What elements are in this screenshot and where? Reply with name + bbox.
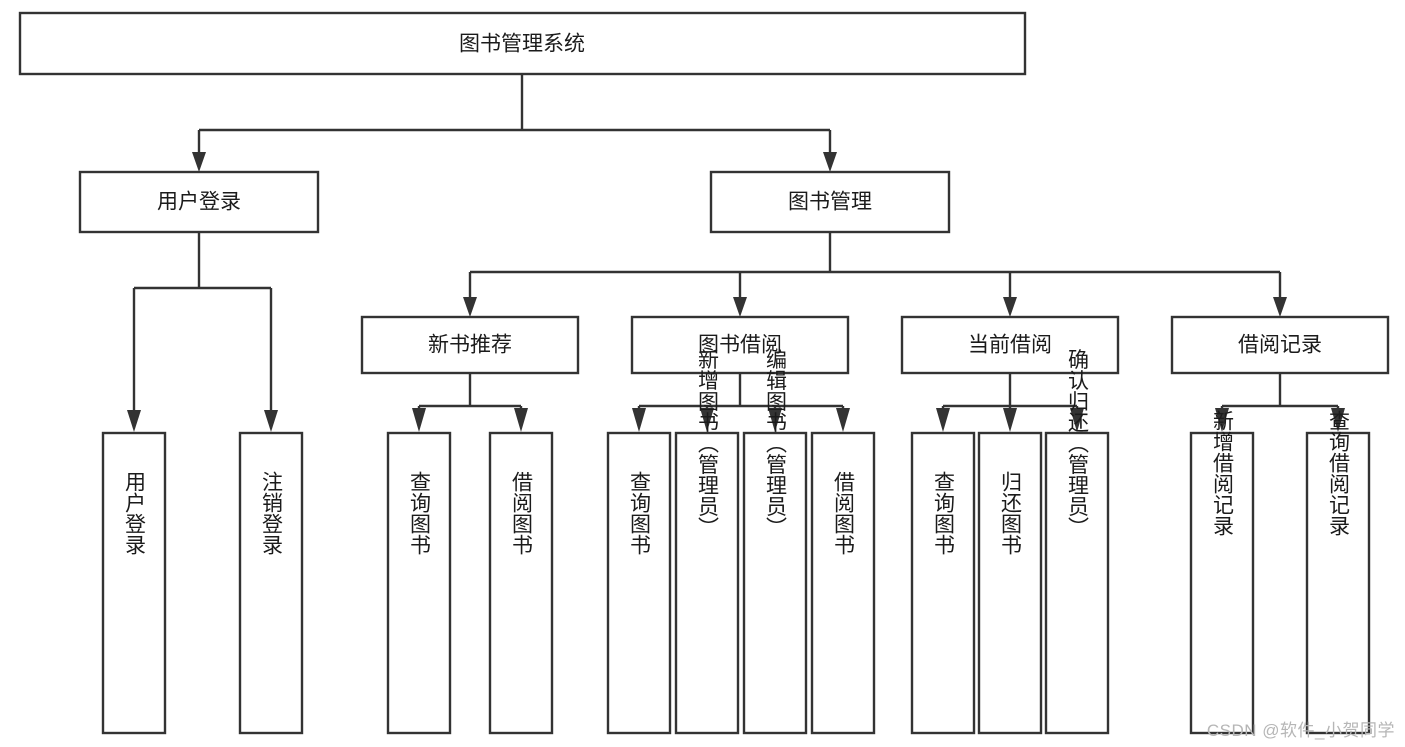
connector-group-user-login-to-leaves bbox=[127, 232, 278, 432]
arrow-to-leaf-user-logout-icon bbox=[264, 410, 278, 432]
node-leaf-query-record[interactable]: 查询借阅记录 bbox=[1305, 410, 1371, 735]
arrow-to-leaf-query-book-2-icon bbox=[632, 408, 646, 432]
node-new-book-rec[interactable]: 新书推荐 bbox=[360, 315, 580, 375]
node-leaf-user-login[interactable]: 用户登录 bbox=[101, 431, 167, 735]
node-book-borrow-label: 图书借阅 bbox=[698, 334, 782, 357]
arrow-to-book-manage-icon bbox=[823, 152, 837, 172]
connector-group-book-manage-to-level3 bbox=[463, 232, 1287, 317]
node-book-borrow-box[interactable] bbox=[630, 315, 850, 375]
node-user-login[interactable]: 用户登录 bbox=[78, 170, 320, 234]
arrow-to-leaf-add-record-icon bbox=[1215, 408, 1229, 432]
arrow-to-current-borrow-icon bbox=[1003, 297, 1017, 317]
node-leaf-add-record-box[interactable] bbox=[1189, 431, 1255, 735]
node-new-book-rec-box[interactable] bbox=[360, 315, 580, 375]
node-leaf-edit-book-box[interactable] bbox=[742, 431, 808, 735]
node-new-book-rec-label: 新书推荐 bbox=[428, 334, 512, 357]
arrow-to-book-borrow-icon bbox=[733, 297, 747, 317]
connector-group-book-borrow-to-leaves bbox=[632, 373, 850, 432]
node-leaf-edit-book[interactable]: 编辑图书（管理员） bbox=[742, 349, 808, 735]
node-book-borrow[interactable]: 图书借阅 bbox=[630, 315, 850, 375]
node-leaf-confirm-return-label: 确认归还（管理员） bbox=[1066, 349, 1090, 538]
node-borrow-record-label: 借阅记录 bbox=[1238, 334, 1322, 357]
node-leaf-query-book-3-box[interactable] bbox=[910, 431, 976, 735]
node-leaf-query-book-3[interactable]: 查询图书 bbox=[910, 431, 976, 735]
arrow-to-leaf-borrow-book-2-icon bbox=[836, 408, 850, 432]
node-leaf-query-book-1-box[interactable] bbox=[386, 431, 452, 735]
node-leaf-return-book-label: 归还图书 bbox=[999, 471, 1023, 555]
arrow-to-leaf-confirm-return-icon bbox=[1070, 408, 1084, 432]
node-book-manage-label: 图书管理 bbox=[788, 191, 872, 214]
node-leaf-add-book[interactable]: 新增图书（管理员） bbox=[674, 349, 740, 735]
node-leaf-borrow-book-1-label: 借阅图书 bbox=[510, 471, 534, 555]
arrow-to-new-book-rec-icon bbox=[463, 297, 477, 317]
node-root-label: 图书管理系统 bbox=[459, 33, 585, 56]
arrow-to-leaf-add-book-icon bbox=[700, 408, 714, 432]
node-borrow-record-box[interactable] bbox=[1170, 315, 1390, 375]
node-leaf-query-book-1[interactable]: 查询图书 bbox=[386, 431, 452, 735]
node-leaf-add-book-box[interactable] bbox=[674, 431, 740, 735]
node-leaf-borrow-book-1-box[interactable] bbox=[488, 431, 554, 735]
node-leaf-query-book-1-label: 查询图书 bbox=[408, 471, 432, 555]
node-leaf-borrow-book-2-box[interactable] bbox=[810, 431, 876, 735]
node-user-login-box[interactable] bbox=[78, 170, 320, 234]
connector-group-borrow-record-to-leaves bbox=[1215, 373, 1345, 432]
connector-group-root-to-level2 bbox=[192, 74, 837, 172]
arrow-to-borrow-record-icon bbox=[1273, 297, 1287, 317]
node-current-borrow[interactable]: 当前借阅 bbox=[900, 315, 1120, 375]
arrow-to-leaf-return-book-icon bbox=[1003, 408, 1017, 432]
connector-group-current-borrow-to-leaves bbox=[936, 373, 1084, 432]
node-leaf-borrow-book-2[interactable]: 借阅图书 bbox=[810, 431, 876, 735]
watermark-text: CSDN @软件_小贺同学 bbox=[1206, 721, 1395, 740]
arrow-to-leaf-borrow-book-1-icon bbox=[514, 408, 528, 432]
node-leaf-user-login-box[interactable] bbox=[101, 431, 167, 735]
node-leaf-user-logout-label: 注销登录 bbox=[260, 471, 284, 555]
arrow-to-leaf-query-book-1-icon bbox=[412, 408, 426, 432]
node-leaf-user-logout-box[interactable] bbox=[238, 431, 304, 735]
node-book-manage[interactable]: 图书管理 bbox=[709, 170, 951, 234]
node-leaf-query-book-2[interactable]: 查询图书 bbox=[606, 431, 672, 735]
node-leaf-user-logout[interactable]: 注销登录 bbox=[238, 431, 304, 735]
arrow-to-leaf-query-record-icon bbox=[1331, 408, 1345, 432]
node-leaf-borrow-book-1[interactable]: 借阅图书 bbox=[488, 431, 554, 735]
node-leaf-query-book-2-label: 查询图书 bbox=[628, 471, 652, 555]
node-leaf-query-record-box[interactable] bbox=[1305, 431, 1371, 735]
arrow-to-leaf-edit-book-icon bbox=[768, 408, 782, 432]
node-borrow-record[interactable]: 借阅记录 bbox=[1170, 315, 1390, 375]
connector-group-new-book-rec-to-leaves bbox=[412, 373, 528, 432]
node-leaf-user-login-label: 用户登录 bbox=[123, 471, 147, 555]
node-root-box[interactable] bbox=[18, 11, 1027, 76]
node-leaf-confirm-return-box[interactable] bbox=[1044, 431, 1110, 735]
node-leaf-add-record-label: 新增借阅记录 bbox=[1211, 410, 1235, 536]
node-leaf-edit-book-label: 编辑图书（管理员） bbox=[764, 349, 788, 538]
node-leaf-borrow-book-2-label: 借阅图书 bbox=[832, 471, 856, 555]
arrow-to-leaf-user-login-icon bbox=[127, 410, 141, 432]
node-current-borrow-label: 当前借阅 bbox=[968, 334, 1052, 357]
node-leaf-confirm-return[interactable]: 确认归还（管理员） bbox=[1044, 349, 1110, 735]
node-book-manage-box[interactable] bbox=[709, 170, 951, 234]
node-leaf-add-record[interactable]: 新增借阅记录 bbox=[1189, 410, 1255, 735]
node-leaf-return-book-box[interactable] bbox=[977, 431, 1043, 735]
node-user-login-label: 用户登录 bbox=[157, 191, 241, 214]
node-current-borrow-box[interactable] bbox=[900, 315, 1120, 375]
arrow-to-leaf-query-book-3-icon bbox=[936, 408, 950, 432]
node-leaf-return-book[interactable]: 归还图书 bbox=[977, 431, 1043, 735]
node-leaf-query-record-label: 查询借阅记录 bbox=[1327, 410, 1351, 536]
node-root[interactable]: 图书管理系统 bbox=[18, 11, 1027, 76]
arrow-to-user-login-icon bbox=[192, 152, 206, 172]
node-leaf-add-book-label: 新增图书（管理员） bbox=[696, 349, 720, 538]
node-leaf-query-book-2-box[interactable] bbox=[606, 431, 672, 735]
node-leaf-query-book-3-label: 查询图书 bbox=[932, 471, 956, 555]
